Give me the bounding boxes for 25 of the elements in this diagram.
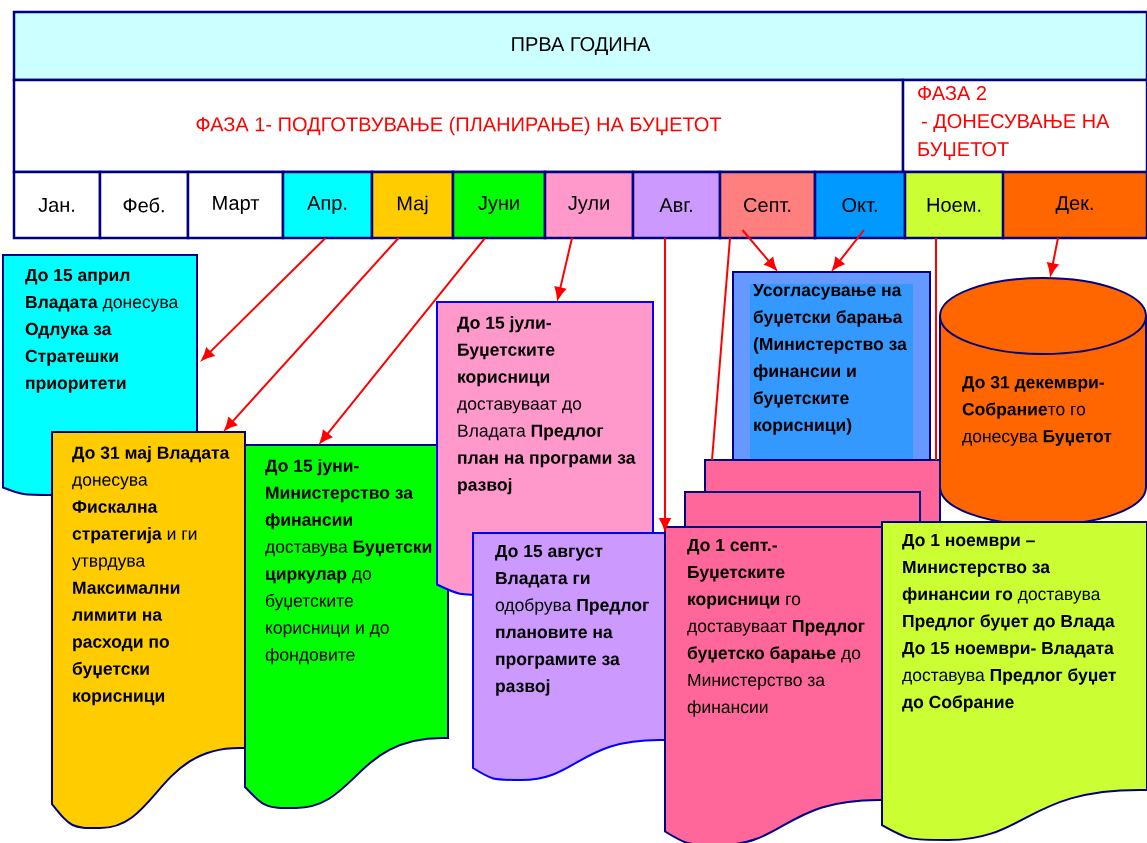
month-cell: Феб.: [98, 170, 190, 240]
arrow: [201, 237, 327, 361]
connector-line: [935, 237, 937, 461]
month-cell: Јули: [543, 170, 635, 240]
month-cell: Март: [186, 170, 285, 240]
month-cell: Мај: [370, 170, 455, 240]
month-cell: Ноем.: [903, 170, 1005, 240]
phase-band: ФАЗА 2 - ДОНЕСУВАЊЕ НА БУЏЕТОТ: [901, 78, 1147, 174]
title-band: ПРВА ГОДИНА: [12, 10, 1147, 82]
arrow: [832, 229, 865, 271]
month-cell: Јан.: [12, 170, 102, 240]
process-box: Усогласување на буџетски барања (Министерство за финансии и буџетските корисници): [732, 271, 931, 471]
month-cell: Јуни: [451, 170, 547, 240]
arrow: [319, 237, 486, 444]
connector-line: [711, 237, 731, 461]
arrow: [659, 237, 671, 531]
arrow: [741, 229, 777, 271]
month-cell: Дек.: [1001, 170, 1147, 240]
arrow: [1047, 237, 1059, 276]
arrow: [224, 237, 400, 431]
month-cell: Апр.: [281, 170, 374, 240]
month-cell: Септ.: [718, 170, 817, 240]
month-cell: Авг.: [631, 170, 722, 240]
arrow: [554, 237, 573, 300]
month-cell: Окт.: [813, 170, 907, 240]
